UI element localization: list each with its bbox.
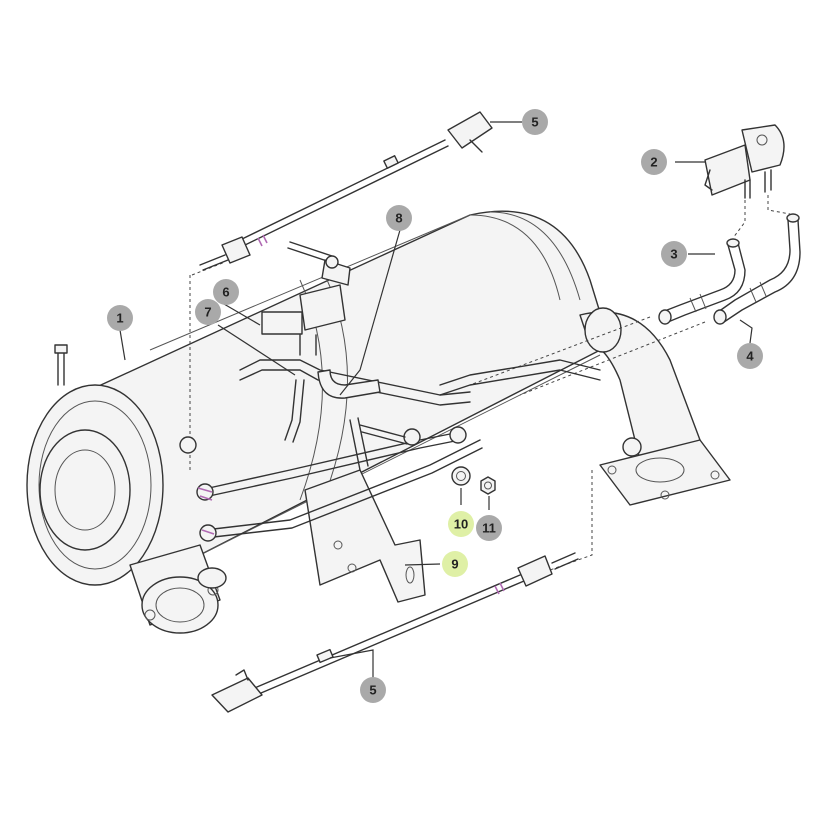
callout-9[interactable]: 9 [442,551,468,577]
callout-2[interactable]: 2 [641,149,667,175]
callout-label: 5 [369,683,376,698]
inlet-flange [129,544,227,634]
nut-10 [451,466,471,486]
hose-4 [713,213,801,325]
callout-label: 1 [116,311,123,326]
outlet-elbow [579,307,731,506]
callout-label: 4 [746,349,754,364]
callout-10[interactable]: 10 [448,511,474,537]
nuts [451,466,496,495]
temp-sensor-5-bottom [211,552,579,713]
callout-7[interactable]: 7 [195,299,221,325]
leader-lines [119,121,753,680]
callout-label: 11 [482,521,496,536]
callout-label: 9 [451,557,458,572]
callout-label: 8 [395,211,402,226]
callout-1[interactable]: 1 [107,305,133,331]
callout-label: 3 [670,247,677,262]
sensor-mount-6 [261,241,351,356]
callout-8[interactable]: 8 [386,205,412,231]
callout-label: 7 [204,305,211,320]
callout-11[interactable]: 11 [476,515,502,541]
callout-4[interactable]: 4 [737,343,763,369]
fittings [179,255,467,542]
hose-3 [658,238,746,325]
temp-sensor-5-top [199,111,493,271]
callout-label: 10 [454,517,468,532]
callout-label: 5 [531,115,538,130]
pressure-sensor-2 [704,124,785,199]
callout-label: 2 [650,155,657,170]
sensor-tubes [199,359,601,539]
callout-6[interactable]: 6 [213,279,239,305]
callout-5-bottom[interactable]: 5 [360,677,386,703]
nut-11 [480,476,496,495]
callout-3[interactable]: 3 [661,241,687,267]
callout-label: 6 [222,285,229,300]
callout-5-top[interactable]: 5 [522,109,548,135]
